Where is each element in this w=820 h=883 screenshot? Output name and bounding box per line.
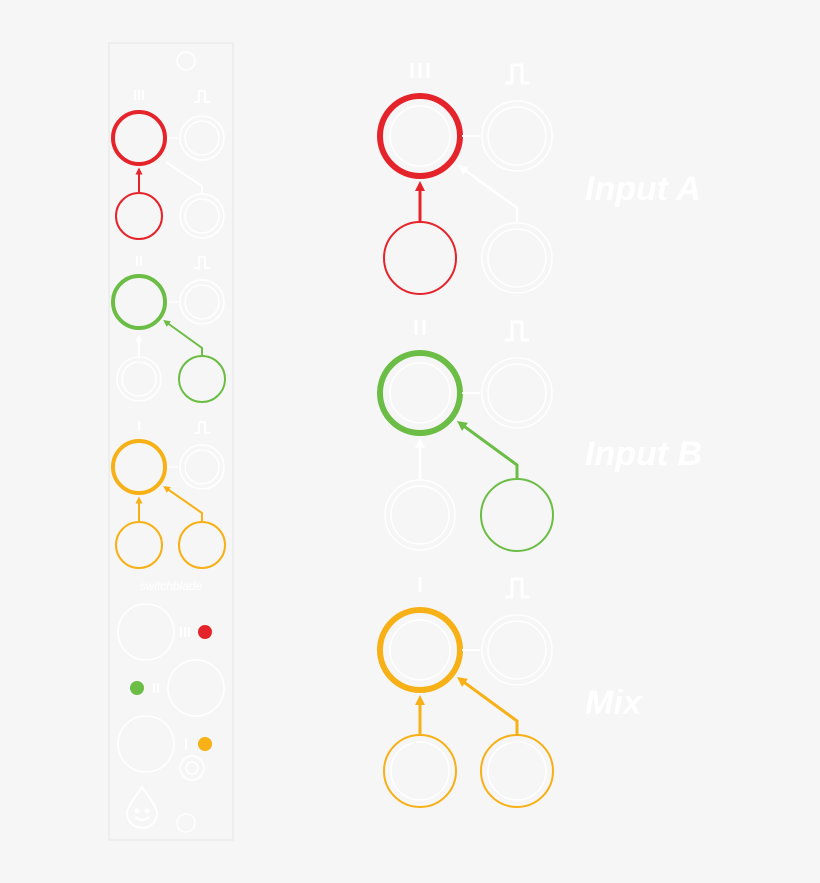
triple-bar-icon (134, 90, 144, 100)
input-jack-b[interactable] (480, 478, 554, 552)
label-mix: Mix (585, 684, 644, 722)
gate-pulse-icon (194, 256, 210, 269)
led-red (198, 625, 212, 639)
panel-knob-2[interactable] (167, 659, 225, 717)
double-bar-icon (136, 256, 142, 266)
panel-input-jack-a-inactive[interactable] (116, 356, 162, 402)
drop-logo-icon (125, 785, 159, 829)
panel-switch-b-active[interactable] (111, 274, 167, 330)
route-arrow-mix-b (456, 677, 519, 734)
module-name: switchblade (140, 579, 203, 593)
panel-gate-jack-b[interactable] (179, 279, 225, 325)
led-yellow (198, 737, 212, 751)
panel-mix-input-a[interactable] (115, 521, 163, 569)
panel-knob-1[interactable] (117, 603, 175, 661)
double-bar-icon (414, 320, 426, 335)
input-jack-a-inactive[interactable] (384, 479, 456, 551)
label-input-b: Input B (585, 435, 702, 473)
gate-jack-a[interactable] (481, 100, 553, 172)
route-arrow-b (456, 421, 519, 478)
switch-mix-active[interactable] (377, 607, 463, 693)
label-input-a: Input A (585, 170, 701, 208)
input-jack-b-inactive[interactable] (481, 222, 553, 294)
panel-section-b (111, 256, 226, 403)
panel-gate-jack-mix[interactable] (179, 444, 225, 490)
panel-input-jack-b[interactable] (178, 355, 226, 403)
gate-pulse-icon (194, 421, 210, 434)
mix-input-a[interactable] (383, 734, 457, 808)
module-panel: switchblade (108, 42, 234, 841)
panel-small-jack[interactable] (179, 755, 205, 781)
panel-controls (117, 603, 225, 829)
section-mix: Mix (377, 577, 644, 808)
gate-pulse-icon (194, 90, 210, 103)
panel-section-a (111, 90, 225, 240)
section-input-b: Input B (377, 320, 702, 552)
input-jack-a[interactable] (383, 221, 457, 295)
panel-input-jack-a[interactable] (115, 192, 163, 240)
triple-bar-icon (180, 627, 190, 637)
gate-pulse-icon (505, 320, 529, 342)
gate-pulse-icon (505, 577, 529, 599)
screw-hole-icon (176, 813, 196, 833)
panel-input-jack-b-inactive[interactable] (179, 193, 225, 239)
screw-hole-icon (176, 51, 196, 71)
triple-bar-icon (410, 63, 430, 78)
panel-gate-jack-a[interactable] (179, 115, 225, 161)
gate-jack-mix[interactable] (481, 614, 553, 686)
mix-input-b[interactable] (480, 734, 554, 808)
panel-section-mix (111, 421, 226, 569)
led-green (130, 681, 144, 695)
switch-b-active[interactable] (377, 350, 463, 436)
section-input-a: Input A (377, 63, 701, 295)
double-bar-icon (153, 683, 159, 693)
panel-switch-a-active[interactable] (111, 110, 167, 166)
panel-switch-mix-active[interactable] (111, 439, 167, 495)
panel-route-arrow-b (163, 319, 203, 356)
gate-jack-b[interactable] (481, 357, 553, 429)
panel-mix-input-b[interactable] (178, 521, 226, 569)
panel-knob-3[interactable] (117, 715, 175, 773)
gate-pulse-icon (505, 63, 529, 85)
switch-a-active[interactable] (377, 93, 463, 179)
